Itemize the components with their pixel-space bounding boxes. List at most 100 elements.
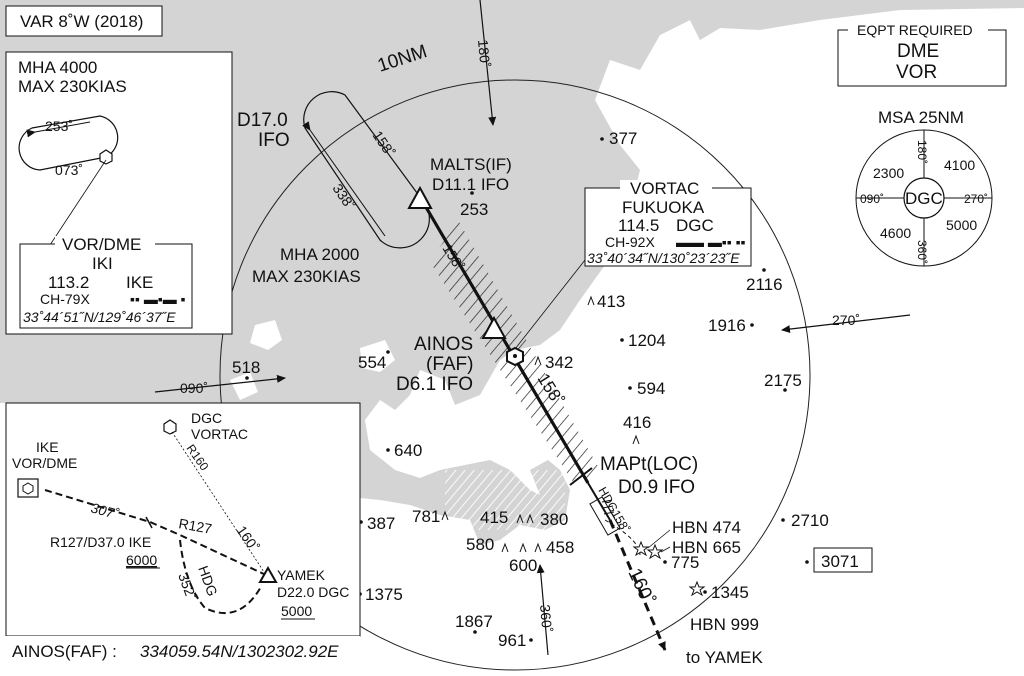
ike-title: IKE [36, 439, 59, 455]
d17-label: D17.0 [237, 110, 288, 131]
elev-775: 775 [671, 553, 699, 572]
msa-radial-270: 270˚ [964, 192, 988, 206]
localizer-feather [589, 496, 621, 536]
elev-2116: 2116 [746, 275, 783, 294]
outbound-160-track [608, 519, 667, 651]
elev-413: 413 [597, 292, 625, 311]
vordme-morse: ▪▪ ▬▪▬ ▪ [130, 291, 186, 307]
elev-961: 961 [498, 631, 526, 650]
vortac-channel: CH-92X [605, 234, 655, 250]
bearing-180: 180˚ [475, 39, 493, 68]
c307-label: 307˚ [89, 499, 121, 522]
obstacle-icon [441, 295, 640, 553]
elev-554: 554 [358, 353, 386, 372]
elev-1375: 1375 [365, 585, 403, 604]
vordme-freq: 113.2 [48, 273, 89, 292]
eqpt-title: EQPT REQUIRED [857, 22, 973, 38]
elev-1867: 1867 [455, 612, 493, 631]
vortac-morse: ▬▬ ▬▪▪ ▪▪ [676, 234, 746, 250]
inset-in-course: 073˚ [55, 162, 83, 178]
arrow-090 [154, 374, 286, 393]
hatched-shoal [445, 470, 565, 530]
bearing-360: 360˚ [537, 604, 555, 633]
ten-nm-ring [219, 79, 811, 671]
arrow-180 [479, 0, 497, 126]
mapt-label: MAPt(LOC) [600, 454, 698, 475]
elev-640: 640 [394, 441, 422, 460]
yamek-triangle-icon [258, 565, 278, 583]
vordme-coord: 33˚44´51˝N/129˚46´37˝E [23, 309, 176, 325]
mapt-marker [569, 467, 593, 486]
speed-label: MAX 230KIAS [252, 267, 361, 286]
inset-mha: MHA 4000 [18, 58, 97, 77]
elev-1916: 1916 [708, 316, 746, 335]
vordme-channel: CH-79X [40, 291, 90, 307]
to-yamek-label: to YAMEK [686, 648, 764, 667]
elev-518: 518 [232, 358, 260, 377]
vortac-coord: 33˚40´34˝N/130˚23´23˝E [587, 250, 740, 266]
iki-vordme-icon [99, 149, 113, 165]
hbn-474-label: HBN 474 [672, 518, 741, 537]
msa-radial-360: 360˚ [915, 240, 929, 264]
variation-label: VAR 8˚W (2018) [20, 12, 143, 31]
hbn-665-label: HBN 665 [672, 538, 741, 557]
vordme-ident: IKE [126, 273, 153, 292]
ifo-label: IFO [258, 130, 290, 151]
vortac-ident: DGC [676, 216, 714, 235]
elev-1204: 1204 [628, 331, 666, 350]
faf-label: (FAF) [426, 354, 474, 375]
elev-253: 253 [460, 200, 488, 219]
final-approach-course [418, 196, 590, 484]
elev-380: 380 [540, 510, 568, 529]
footer-label: AINOS(FAF) : [12, 642, 117, 661]
yamek-alt: 5000 [281, 603, 312, 619]
eqpt-box: EQPT REQUIRED DME VOR [837, 22, 1007, 87]
elev-781: 781 [412, 507, 440, 526]
inset-speed: MAX 230KIAS [18, 77, 127, 96]
elev-342: 342 [545, 353, 573, 372]
vordme-name: IKI [92, 254, 113, 273]
fix-alt: 6000 [126, 552, 157, 568]
elev-387: 387 [367, 514, 395, 533]
msa-radial-180: 180˚ [915, 140, 929, 164]
elev-416: 416 [623, 413, 651, 432]
hbn-star-icon [632, 540, 706, 597]
elev-1345: 1345 [711, 583, 749, 602]
fix-label: R127/D37.0 IKE [50, 534, 151, 550]
arrow-360 [536, 564, 549, 656]
bearing-090: 090˚ [180, 380, 208, 396]
elev-458: 458 [546, 538, 574, 557]
elev-2175: 2175 [764, 371, 802, 390]
bearing-270: 270˚ [832, 312, 860, 328]
r127-label: R127 [177, 515, 213, 537]
footer: AINOS(FAF) : 334059.54N/1302302.92E [0, 636, 360, 676]
vordme-title: VOR/DME [62, 235, 141, 254]
hold-outbound-leg [302, 121, 386, 237]
elevations: 377 253 2116 1916 2175 1204 594 416 413 … [232, 129, 829, 650]
eqpt-dme: DME [897, 41, 939, 62]
footer-coord: 334059.54N/1302302.92E [140, 642, 339, 661]
malts-label: MALTS(IF) [430, 155, 512, 174]
msa-sector-ne: 4100 [944, 157, 975, 173]
malts-fix-triangle-icon [407, 185, 433, 209]
outbound-course: 160˚ [623, 565, 658, 608]
yamek-dme: D22.0 DGC [277, 584, 349, 600]
msa-radial-090: 090˚ [860, 192, 884, 206]
main-holding-pattern [303, 91, 430, 249]
eqpt-vor: VOR [896, 62, 937, 83]
vortac-info-box: VORTAC FUKUOKA 114.5 DGC CH-92X ▬▬ ▬▪▪ ▪… [584, 179, 752, 267]
msa-sector-nw: 2300 [873, 165, 904, 181]
msa-sector-sw: 4600 [880, 225, 911, 241]
arrow-270 [781, 314, 911, 334]
land-area [0, 0, 1024, 545]
water-spots [230, 320, 398, 458]
mapt-dme-label: D0.9 IFO [618, 477, 695, 498]
elev-2710: 2710 [791, 511, 829, 530]
dgc-inset-icon [163, 419, 177, 435]
elev-415: 415 [480, 508, 508, 527]
inset-out-course: 253˚ [45, 118, 73, 134]
peak-3071: 3071 [821, 552, 859, 571]
vortac-freq: 114.5 [618, 216, 659, 235]
